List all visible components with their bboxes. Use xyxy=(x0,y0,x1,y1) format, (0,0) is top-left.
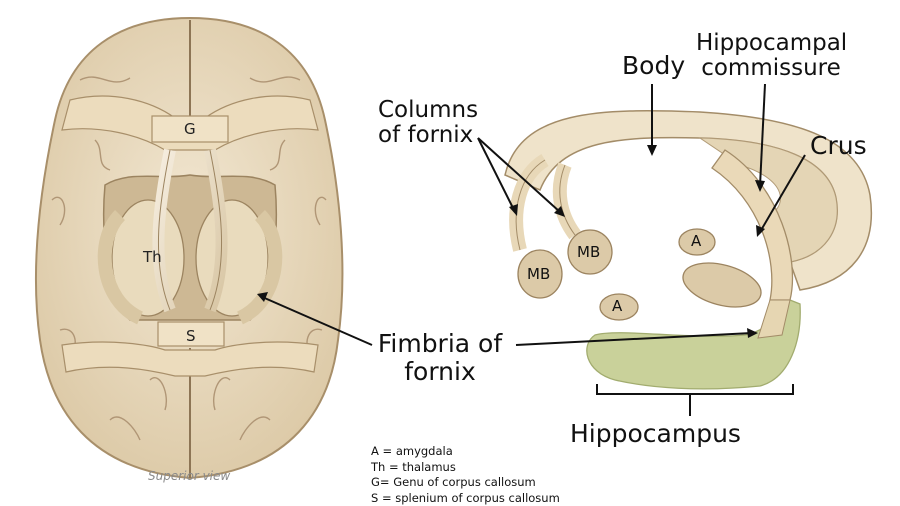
mammillary-body-1 xyxy=(517,249,563,299)
fimbria-line1: Fimbria of xyxy=(377,329,503,358)
genu xyxy=(151,115,229,143)
fimbria-label: Fimbria of fornix xyxy=(372,330,508,385)
splenium-label: S xyxy=(186,327,196,345)
hippocampal-commissure-label: Hippocampal commissure xyxy=(696,30,848,82)
amygdala-1 xyxy=(678,228,716,256)
mb-label-2: MB xyxy=(577,243,601,261)
view-caption: Superior view xyxy=(148,469,231,483)
abbreviation-legend: A = amygdala Th = thalamus G= Genu of co… xyxy=(371,444,560,506)
hippocampus-label: Hippocampus xyxy=(570,419,741,448)
arrowheads xyxy=(257,145,765,338)
hippocampal-commissure-line1: Hippocampal xyxy=(696,30,848,56)
splenium xyxy=(157,321,225,347)
amygdala-label-1: A xyxy=(691,232,702,250)
thalamus-label: Th xyxy=(143,248,162,266)
brain-hippocampus-left xyxy=(97,210,144,325)
hippocampal-commissure xyxy=(698,137,838,263)
genu-label: G xyxy=(184,120,196,138)
columns-line1: Columns xyxy=(378,97,479,123)
amygdala-2 xyxy=(599,293,639,321)
mb-label-1: MB xyxy=(527,265,551,283)
amygdala-label-2: A xyxy=(612,297,623,315)
mammillary-body-2 xyxy=(567,229,613,275)
hippocampal-commissure-line2: commissure xyxy=(701,55,841,82)
fimbria xyxy=(757,299,791,339)
body-label: Body xyxy=(622,51,686,80)
leader-lines xyxy=(259,83,806,416)
columns-of-fornix-label: Columns of fornix xyxy=(378,97,479,149)
legend-item: S = splenium of corpus callosum xyxy=(371,490,560,505)
legend-item: Th = thalamus xyxy=(371,459,456,474)
columns-line2: of fornix xyxy=(378,122,474,149)
legend-item: G= Genu of corpus callosum xyxy=(371,475,536,489)
crus-label: Crus xyxy=(810,131,867,160)
brain-hippocampus-right xyxy=(236,210,283,325)
tail-structure xyxy=(682,262,762,308)
fimbria-line2: fornix xyxy=(404,356,476,386)
gyri xyxy=(51,76,327,441)
legend-item: A = amygdala xyxy=(371,444,453,458)
occipital-cut xyxy=(61,341,319,377)
